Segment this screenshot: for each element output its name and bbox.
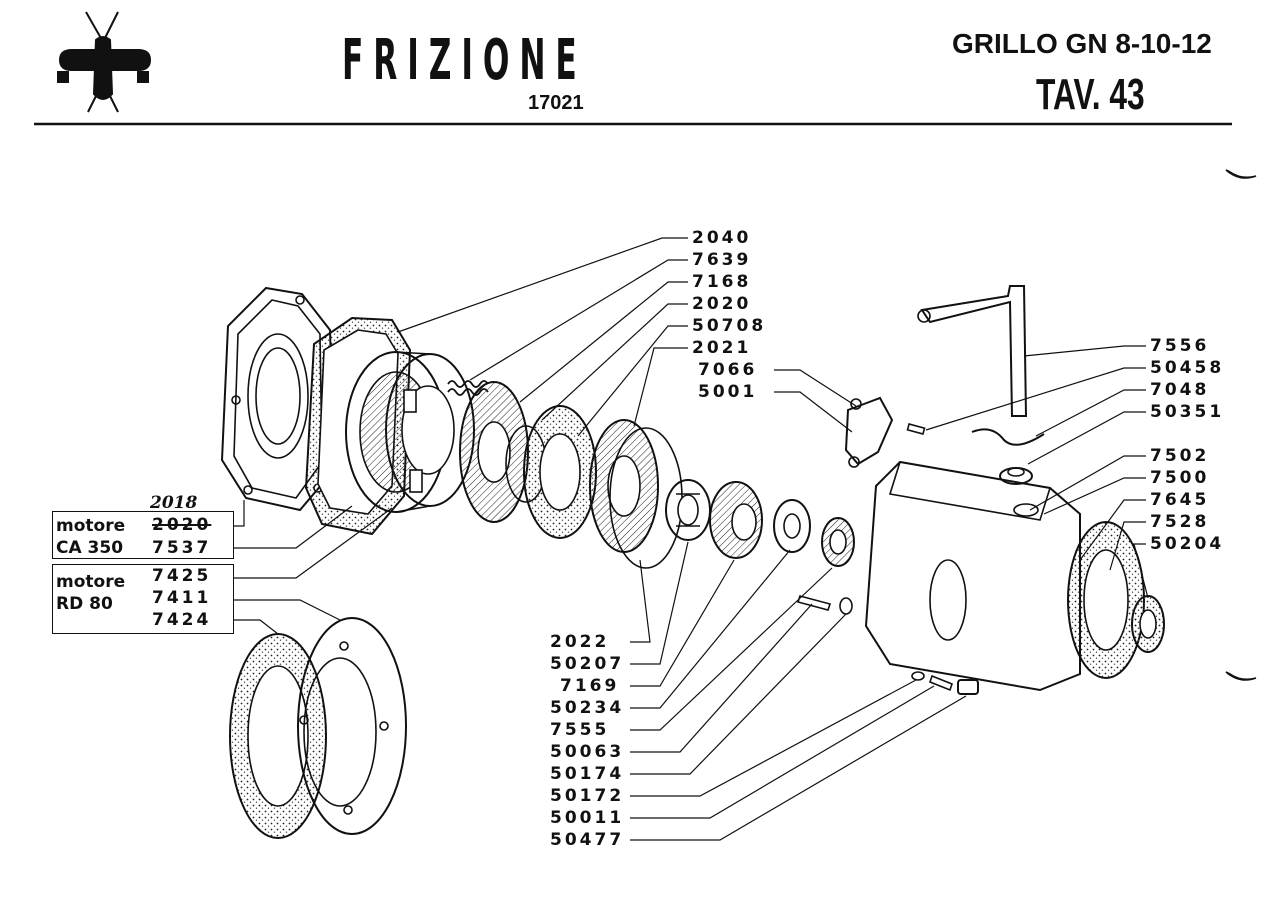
part-number-50351: 50351	[1150, 402, 1225, 422]
part-number-7555: 7555	[550, 720, 610, 740]
rd80-label-bottom: RD 80	[56, 594, 113, 614]
part-number-50204: 50204	[1150, 534, 1225, 554]
rd80-note-box	[52, 564, 234, 634]
part-group-code: 17021	[528, 92, 584, 114]
part-number-7048: 7048	[1150, 380, 1210, 400]
part-number-50477: 50477	[550, 830, 625, 850]
handwritten-correction: 2018	[150, 493, 198, 513]
part-number-2020: 2020	[692, 294, 752, 314]
part-number-7639: 7639	[692, 250, 752, 270]
part-number-7066: 7066	[698, 360, 758, 380]
page-title: FRIZIONE	[342, 28, 587, 93]
part-number-50708: 50708	[692, 316, 767, 336]
ca350-label-bottom: CA 350	[56, 538, 124, 558]
part-number-50172: 50172	[550, 786, 625, 806]
part-number-5001: 5001	[698, 382, 758, 402]
part-number-7424: 7424	[152, 610, 212, 630]
part-number-7169: 7169	[560, 676, 620, 696]
part-number-50174: 50174	[550, 764, 625, 784]
part-number-7537: 7537	[152, 538, 212, 558]
part-number-7528: 7528	[1150, 512, 1210, 532]
part-number-7500: 7500	[1150, 468, 1210, 488]
part-number-2021: 2021	[692, 338, 752, 358]
part-number-50207: 50207	[550, 654, 625, 674]
model-name: GRILLO GN 8-10-12	[952, 28, 1212, 59]
grillo-logo-icon	[57, 11, 152, 113]
part-number-50011: 50011	[550, 808, 625, 828]
part-number-7411: 7411	[152, 588, 212, 608]
part-number-50063: 50063	[550, 742, 625, 762]
part-number-7645: 7645	[1150, 490, 1210, 510]
part-number-50458: 50458	[1150, 358, 1225, 378]
part-number-7556: 7556	[1150, 336, 1210, 356]
part-number-7425: 7425	[152, 566, 212, 586]
struck-part-number: 2020	[152, 515, 212, 535]
part-number-7168: 7168	[692, 272, 752, 292]
rd80-label-top: motore	[56, 572, 126, 592]
part-number-2022: 2022	[550, 632, 610, 652]
part-number-7502: 7502	[1150, 446, 1210, 466]
part-number-50234: 50234	[550, 698, 625, 718]
part-number-2040: 2040	[692, 228, 752, 248]
table-number: TAV. 43	[1036, 70, 1145, 119]
ca350-note-box	[52, 511, 234, 559]
ca350-label-top: motore	[56, 516, 126, 536]
